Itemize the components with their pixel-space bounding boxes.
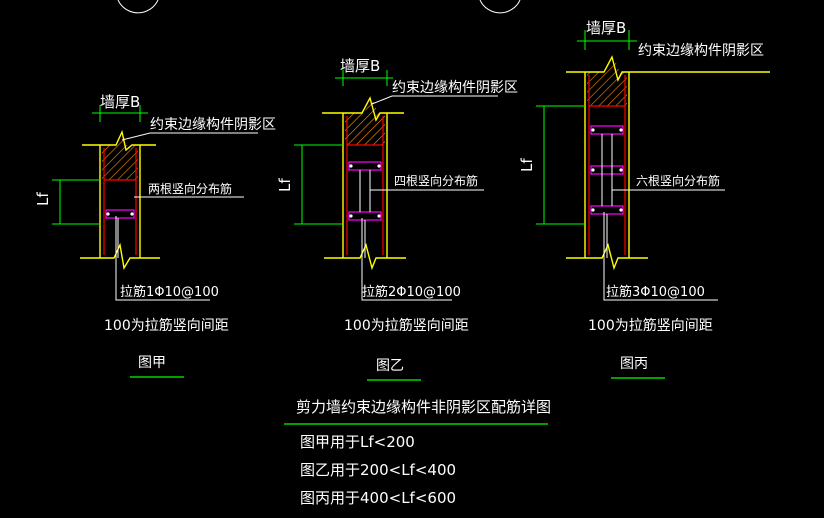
tie-bar [348, 161, 382, 171]
wall-break-bottom [566, 242, 648, 271]
tie-label: 拉筋1Φ10@100 [120, 284, 219, 300]
detail-bing: 墙厚B 约束边缘构件阴影区 Lf 六根竖向分布筋 拉筋3Φ10@100 100为… [518, 19, 770, 379]
detail-caption: 图甲 [138, 355, 166, 371]
tie-bar [590, 165, 624, 175]
wall-break-bottom [324, 242, 406, 271]
wall-break-top [566, 55, 770, 82]
tie-leader [603, 212, 718, 301]
lf-label: Lf [518, 158, 536, 172]
detail-caption: 图乙 [376, 358, 404, 374]
rebar-dot [106, 212, 110, 216]
drawing-title: 剪力墙约束边缘构件非阴影区配筋详图 [296, 398, 551, 416]
shadow-zone-leader [371, 95, 498, 105]
detail-yi: 墙厚B 约束边缘构件阴影区 Lf 四根竖向分布筋 拉筋2Φ10@100 100为… [276, 57, 518, 381]
tie-label: 拉筋3Φ10@100 [606, 284, 705, 300]
distribution-label: 四根竖向分布筋 [394, 173, 478, 188]
shadow-zone-hatch [345, 98, 385, 145]
shadow-zone-label: 约束边缘构件阴影区 [638, 43, 764, 59]
distribution-label: 两根竖向分布筋 [148, 181, 232, 196]
wall-break-bottom [80, 242, 160, 270]
rebar-dot [619, 128, 623, 132]
tie-label: 拉筋2Φ10@100 [362, 284, 461, 300]
wall-break-top [82, 129, 156, 152]
wall-thickness-label: 墙厚B [340, 57, 380, 75]
wall-thickness-label: 墙厚B [100, 93, 140, 111]
shadow-zone-label: 约束边缘构件阴影区 [392, 80, 518, 96]
rebar-dot [591, 208, 595, 212]
tie-bar [590, 125, 624, 135]
note-line: 图丙用于400<Lf<600 [300, 489, 456, 507]
note-line: 图乙用于200<Lf<400 [300, 461, 456, 479]
wall-break-top [322, 96, 404, 122]
rebar-dot [591, 168, 595, 172]
tie-bar [348, 211, 382, 221]
shadow-zone-label: 约束边缘构件阴影区 [150, 117, 276, 133]
tie-leader [361, 218, 452, 301]
wall-thickness-label: 墙厚B [586, 19, 626, 37]
spacing-note: 100为拉筋竖向间距 [588, 317, 713, 334]
detail-caption: 图丙 [620, 356, 648, 372]
shadow-zone-hatch [587, 58, 627, 106]
detail-jia: 墙厚B 约束边缘构件阴影区 Lf 两根竖向分布筋 拉筋1Φ10@100 100为… [34, 93, 276, 378]
distribution-label: 六根竖向分布筋 [636, 173, 720, 188]
rebar-dot [591, 128, 595, 132]
rebar-dot [619, 168, 623, 172]
section-marker-circle-left [117, 0, 159, 14]
rebar-dot [130, 212, 134, 216]
rebar-dot [377, 164, 381, 168]
spacing-note: 100为拉筋竖向间距 [344, 317, 469, 334]
rebar-dot [349, 164, 353, 168]
tie-leader [115, 216, 210, 301]
rebar-dot [349, 214, 353, 218]
rebar-dot [377, 214, 381, 218]
section-marker-circle-right [479, 0, 521, 14]
note-line: 图甲用于Lf<200 [300, 433, 415, 451]
lf-label: Lf [276, 178, 294, 192]
lf-label: Lf [34, 192, 52, 206]
shadow-zone-hatch [102, 134, 138, 180]
spacing-note: 100为拉筋竖向间距 [104, 317, 229, 334]
shadow-zone-leader [121, 132, 258, 141]
tie-bar [590, 205, 624, 215]
tie-bar [105, 209, 135, 219]
rebar-dot [619, 208, 623, 212]
